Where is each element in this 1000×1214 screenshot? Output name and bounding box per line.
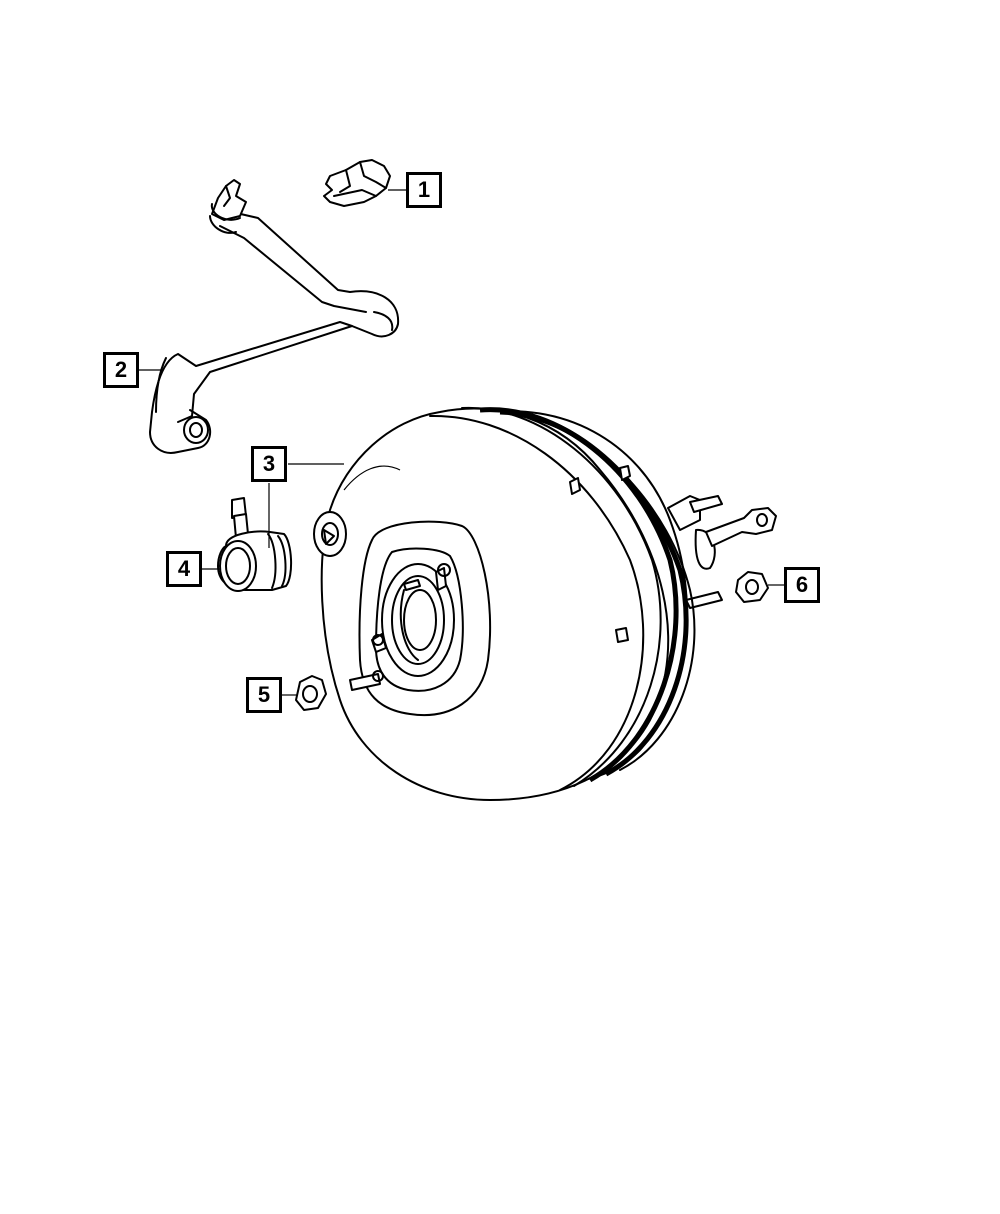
callout-4[interactable]: 4 <box>166 551 202 587</box>
brake-booster-part <box>313 406 777 801</box>
check-valve-part <box>217 497 292 592</box>
nut-part-5 <box>295 675 327 711</box>
callout-5[interactable]: 5 <box>246 677 282 713</box>
callout-2[interactable]: 2 <box>103 352 139 388</box>
callout-1[interactable]: 1 <box>406 172 442 208</box>
hose-clip-part <box>323 159 391 207</box>
callout-3[interactable]: 3 <box>251 446 287 482</box>
leader-lines <box>139 189 784 696</box>
nut-part-6 <box>735 571 769 603</box>
callout-6[interactable]: 6 <box>784 567 820 603</box>
vacuum-hose-part <box>149 179 400 454</box>
